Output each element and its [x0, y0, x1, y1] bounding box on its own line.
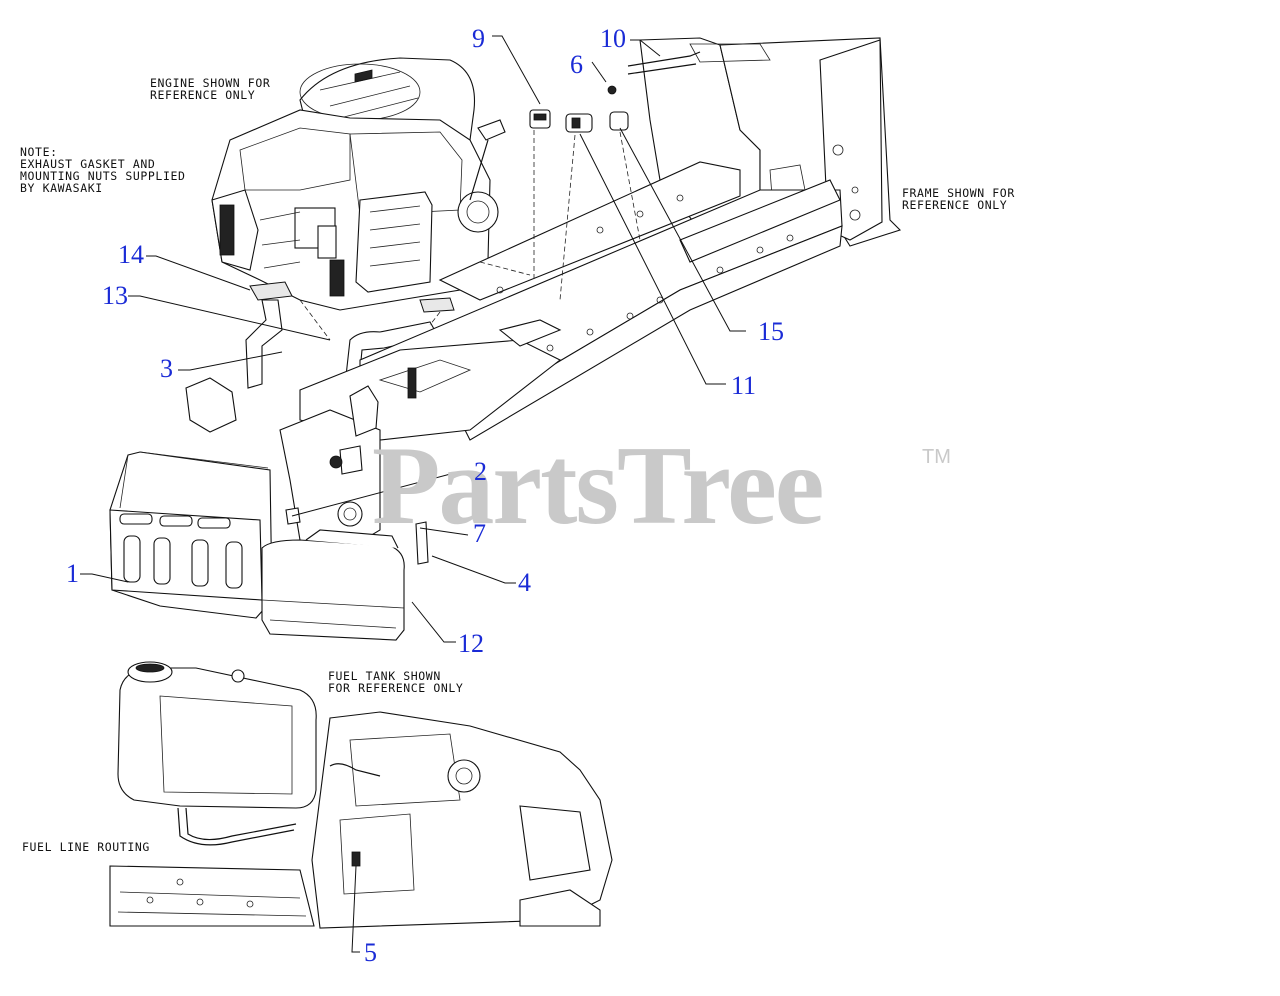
callout-7[interactable]: 7: [473, 519, 486, 548]
watermark-trademark: TM: [922, 446, 951, 468]
callout-2[interactable]: 2: [474, 457, 487, 486]
callout-11[interactable]: 11: [731, 371, 757, 400]
watermark: PartsTree: [372, 424, 825, 548]
callout-14[interactable]: 14: [118, 240, 144, 269]
muffler-assembly: [109, 451, 429, 641]
callout-1[interactable]: 1: [66, 559, 79, 588]
callout-12[interactable]: 12: [458, 629, 484, 658]
callout-9[interactable]: 9: [472, 24, 485, 53]
callout-5[interactable]: 5: [364, 938, 377, 967]
fuel-tank-reference-note: FUEL TANK SHOWN FOR REFERENCE ONLY: [328, 669, 464, 695]
frame-drawing: [185, 37, 902, 561]
leader-lines: [80, 35, 746, 953]
callout-3[interactable]: 3: [160, 354, 173, 383]
top-parts: [479, 51, 701, 301]
engine-drawing: [211, 57, 506, 313]
callout-13[interactable]: 13: [102, 281, 128, 310]
callout-4[interactable]: 4: [518, 568, 531, 597]
callout-10[interactable]: 10: [600, 24, 626, 53]
engine-reference-note: ENGINE SHOWN FOR REFERENCE ONLY: [150, 76, 271, 102]
exhaust-gasket-note: NOTE: EXHAUST GASKET AND MOUNTING NUTS S…: [20, 145, 186, 195]
heat-shield-slots: [119, 513, 243, 589]
callout-15[interactable]: 15: [758, 317, 784, 346]
frame-reference-note: FRAME SHOWN FOR REFERENCE ONLY: [902, 186, 1015, 212]
callout-6[interactable]: 6: [570, 50, 583, 79]
fuel-tank-view: [109, 661, 613, 929]
fuel-line-routing-note: FUEL LINE ROUTING: [22, 840, 150, 854]
